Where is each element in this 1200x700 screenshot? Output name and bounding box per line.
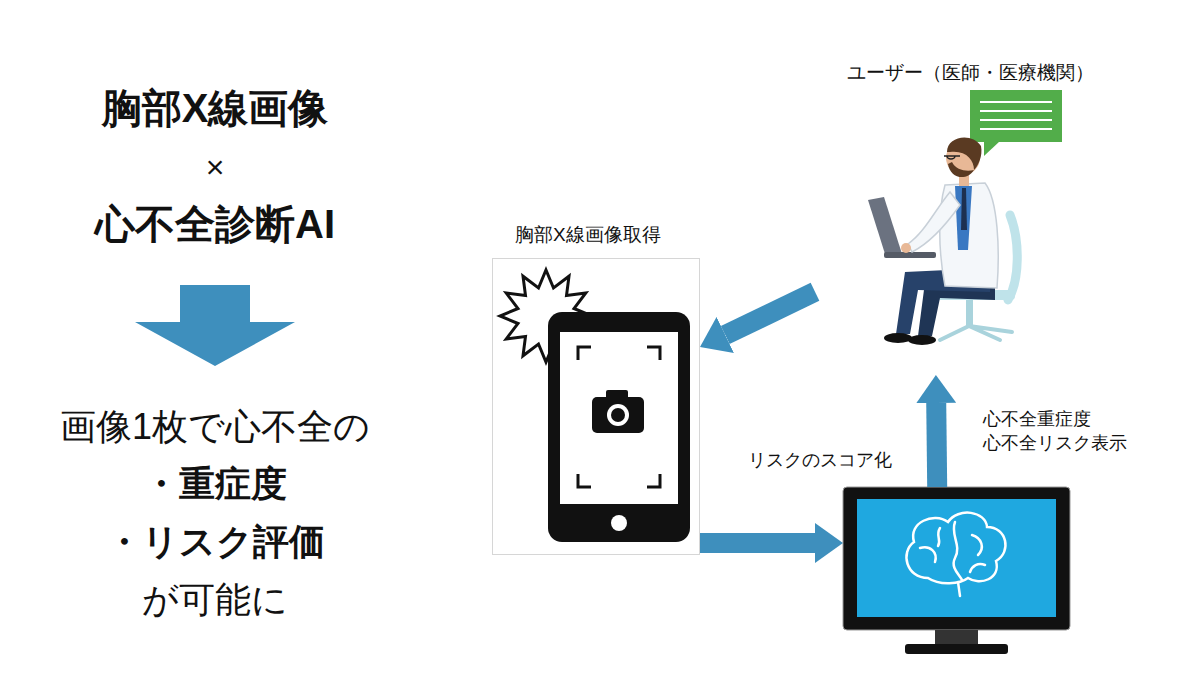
phone-screen [560,332,678,504]
brain-icon [906,513,1005,596]
monitor-base [905,644,1008,654]
brain-fold [954,522,962,580]
phone-body [548,312,690,542]
node-heading: 胸部X線画像取得 [515,223,661,247]
brain-outline [906,513,1005,584]
doctor-glasses [944,156,960,159]
down-arrow [135,285,295,366]
times-sign: × [206,148,225,186]
doctor-beard [948,162,974,177]
heading-text: 心不全診断AI [95,200,335,248]
laptop-screen [868,197,902,257]
heading-text: 胸部X線画像 [102,84,329,132]
tie [961,188,967,230]
capture-panel: 胸部X線画像取得 [492,258,700,555]
doctor-illustration [868,90,1062,345]
monitor-bezel [843,487,1070,630]
ai-monitor: リスクのスコア化 [843,487,1070,655]
chair-base [940,326,1012,340]
body-text: が可能に [142,578,288,621]
monitor-neck [935,630,978,644]
body-text: 画像1枚で心不全の [60,405,370,448]
brain-fold [972,535,982,555]
doctor-shoe [884,333,912,343]
doctor-shoe [908,335,936,345]
monitor-screen [857,499,1056,617]
monitor [843,487,1070,654]
bullet-text: ・重症度 [143,462,287,505]
brain-fold [920,547,936,562]
edge-label: 心不全重症度 心不全リスク表示 [983,407,1143,456]
node-heading: ユーザー（医師・医療機関） [815,61,1125,85]
frame-brackets [578,347,660,487]
brain-fold [938,528,940,546]
home-button [611,515,627,531]
speech-bubble [970,90,1062,142]
bullet-text: ・リスク評価 [106,520,325,563]
brain-fold [970,564,985,572]
chair-stem [966,300,973,328]
flow-arrow [725,292,815,335]
chair-back [1008,215,1017,300]
flow-arrow [700,533,815,553]
laptop-base [884,252,936,258]
shirt [955,186,972,250]
doctor-hand [901,243,911,253]
speech-bubble-tail [984,141,1000,156]
smartphone [548,312,690,542]
bubble-lines [980,102,1052,129]
user-figure: ユーザー（医師・医療機関） [815,55,1125,375]
brain-stem [958,582,960,596]
flow-arrow [926,403,947,487]
camera-body [592,397,644,433]
doctor-arm [908,192,960,252]
node-heading: リスクのスコア化 [748,449,892,472]
camera-lens [611,408,625,422]
camera-lens-ring [607,404,629,426]
